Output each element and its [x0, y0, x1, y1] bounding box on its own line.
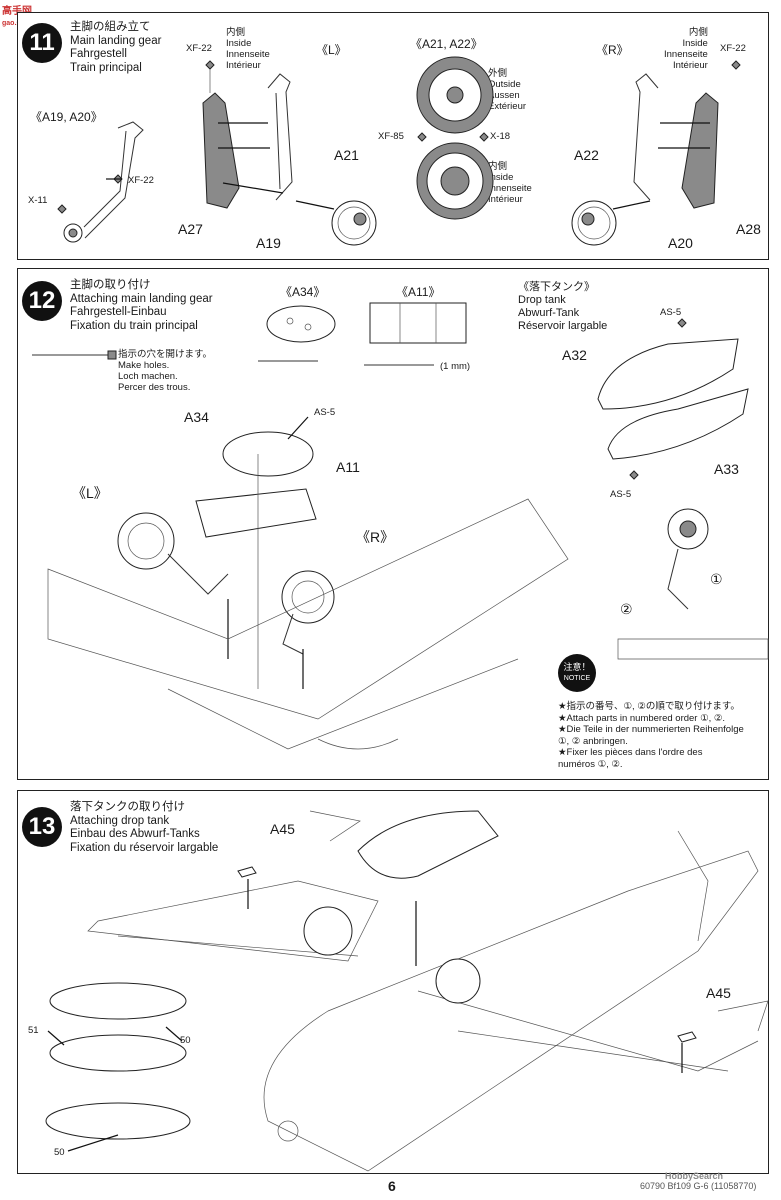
right-label: 《R》 — [356, 529, 395, 545]
gear-insert-drawing — [617, 508, 769, 660]
wheels-group-label: 《A21, A22》 — [410, 37, 483, 51]
paint-xf22-a19: XF-22 — [128, 175, 154, 186]
right-side-label: 《R》 — [596, 43, 629, 57]
step-12-panel: 12 主脚の取り付け Attaching main landing gear F… — [17, 268, 769, 780]
step-13-illustration — [45, 810, 769, 1172]
part-a33: A33 — [714, 461, 739, 477]
part-a32: A32 — [562, 347, 587, 363]
part-a21: A21 — [334, 147, 359, 163]
notice-text: ★指示の番号、①, ②の順で取り付けます。 ★Attach parts in n… — [558, 701, 744, 770]
step-11-panel: 11 主脚の組み立て Main landing gear Fahrgestell… — [17, 12, 769, 260]
decal-50-bottom: 50 — [54, 1147, 65, 1158]
make-holes-note: 指示の穴を開けます。Make holes.Loch machen.Percer … — [118, 349, 213, 393]
decal-51: 51 — [28, 1025, 39, 1036]
step-title: 主脚の組み立て Main landing gear Fahrgestell Tr… — [70, 21, 162, 74]
page-number: 6 — [388, 1178, 396, 1194]
wheel-outside-drawing — [416, 56, 494, 134]
part-a34: A34 — [184, 409, 209, 425]
part-a19: A19 — [256, 235, 281, 251]
group-a19-a20-label: 《A19, A20》 — [30, 110, 103, 124]
step-title: 落下タンクの取り付け Attaching drop tank Einbau de… — [70, 801, 219, 854]
step-number: 13 — [22, 807, 62, 847]
paint-x18: X-18 — [490, 131, 511, 142]
drop-tank-drawing — [597, 318, 749, 480]
wheel-inside-drawing — [416, 142, 494, 220]
part-a20: A20 — [668, 235, 693, 251]
a34-part-drawing — [222, 416, 314, 477]
paint-xf22-right: XF-22 — [720, 43, 746, 54]
drop-tank-assembly-drawing — [357, 810, 499, 966]
step-12-illustration — [32, 302, 769, 750]
a11-detail-drawing — [364, 302, 467, 366]
left-side-label: 《L》 — [316, 43, 347, 57]
drill-icon — [32, 350, 117, 360]
fuselage-drawing — [263, 830, 759, 1172]
order-1: ① — [710, 571, 723, 587]
part-a28: A28 — [736, 221, 761, 237]
a34-detail-drawing — [258, 305, 336, 362]
wing-outline-drawing — [47, 454, 569, 750]
part-a22: A22 — [574, 147, 599, 163]
hole-size: (1 mm) — [440, 361, 471, 372]
paint-xf85: XF-85 — [378, 131, 404, 142]
left-gear-assembly-drawing — [117, 512, 229, 659]
notice-badge: 注意！NOTICE — [558, 654, 596, 692]
a34-group-label: 《A34》 — [280, 285, 326, 299]
part-as5-bottom: AS-5 — [610, 489, 632, 500]
a45-parts-drawing — [237, 810, 769, 1073]
left-gear-drawing — [202, 60, 377, 246]
right-gear-assembly-drawing — [281, 570, 335, 689]
paint-x11: X-11 — [28, 195, 48, 206]
a11-part-drawing — [195, 488, 317, 538]
right-gear-drawing — [571, 60, 741, 246]
step-title: 主脚の取り付け Attaching main landing gear Fahr… — [70, 279, 213, 332]
step-number: 12 — [22, 281, 62, 321]
part-a27: A27 — [178, 221, 203, 237]
part-a45-left: A45 — [270, 821, 295, 837]
small-leg-drawing — [57, 121, 144, 243]
tank-decal-views-drawing — [45, 982, 191, 1152]
order-2: ② — [620, 601, 633, 617]
part-as5-a34: AS-5 — [314, 407, 336, 418]
part-as5-top: AS-5 — [660, 307, 682, 318]
a11-group-label: 《A11》 — [396, 285, 441, 299]
step-11-illustration — [57, 56, 741, 246]
step-number: 11 — [22, 23, 62, 63]
part-a11: A11 — [336, 459, 360, 475]
decal-50-top: 50 — [180, 1035, 191, 1046]
source-watermark: HobbySearch — [665, 1171, 724, 1181]
paint-xf22-left: XF-22 — [186, 43, 212, 54]
step-13-panel: 13 落下タンクの取り付け Attaching drop tank Einbau… — [17, 790, 769, 1174]
paint-marker-x18 — [479, 132, 489, 142]
left-label: 《L》 — [72, 485, 108, 501]
wheels-drawing — [303, 906, 481, 1004]
paint-marker-xf85 — [417, 132, 427, 142]
product-code: 60790 Bf109 G-6 (11058770) — [640, 1181, 757, 1191]
part-a45-right: A45 — [706, 985, 731, 1001]
